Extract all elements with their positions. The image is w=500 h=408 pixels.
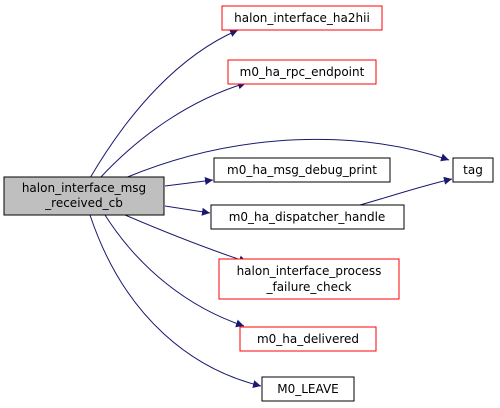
node-label: m0_ha_msg_debug_print: [227, 163, 377, 177]
node-label: m0_ha_dispatcher_handle: [229, 210, 386, 224]
edge-to-m0-ha-dispatcher-handle: [164, 205, 211, 216]
node-m0-ha-delivered[interactable]: m0_ha_delivered: [239, 326, 377, 352]
node-halon-interface-ha2hii[interactable]: halon_interface_ha2hii: [221, 5, 383, 31]
node-label-line1: halon_interface_msg: [22, 181, 146, 195]
node-label: M0_LEAVE: [277, 382, 339, 396]
edges: [89, 29, 453, 388]
node-m0-ha-dispatcher-handle[interactable]: m0_ha_dispatcher_handle: [210, 204, 405, 230]
edge-to-tag: [124, 138, 450, 179]
node-label-line1: halon_interface_process: [237, 264, 382, 278]
edge-dispatcher-to-tag: [359, 176, 453, 206]
edge-to-m0-ha-rpc-endpoint: [99, 81, 247, 179]
edge-to-m0-ha-msg-debug-print: [164, 177, 214, 187]
node-label: halon_interface_ha2hii: [234, 11, 370, 25]
node-tag[interactable]: tag: [452, 157, 494, 183]
node-m0-ha-msg-debug-print[interactable]: m0_ha_msg_debug_print: [213, 157, 391, 183]
node-halon-interface-process-failure-check[interactable]: halon_interface_process _failure_check: [218, 258, 400, 300]
edge-to-halon-interface-process-failure-check: [124, 214, 248, 264]
edge-to-halon-interface-ha2hii: [89, 29, 239, 179]
edge-to-m0-leave: [89, 214, 262, 388]
node-label: m0_ha_delivered: [257, 332, 359, 346]
edge-to-m0-ha-delivered: [104, 214, 245, 328]
node-m0-ha-rpc-endpoint[interactable]: m0_ha_rpc_endpoint: [227, 59, 377, 85]
node-label: m0_ha_rpc_endpoint: [240, 65, 365, 79]
node-m0-leave[interactable]: M0_LEAVE: [261, 376, 355, 402]
node-label-line2: _failure_check: [265, 280, 351, 294]
node-label-line2: _received_cb: [44, 196, 123, 210]
node-halon-interface-msg-received-cb[interactable]: halon_interface_msg _received_cb: [3, 176, 165, 216]
node-label: tag: [463, 163, 483, 177]
